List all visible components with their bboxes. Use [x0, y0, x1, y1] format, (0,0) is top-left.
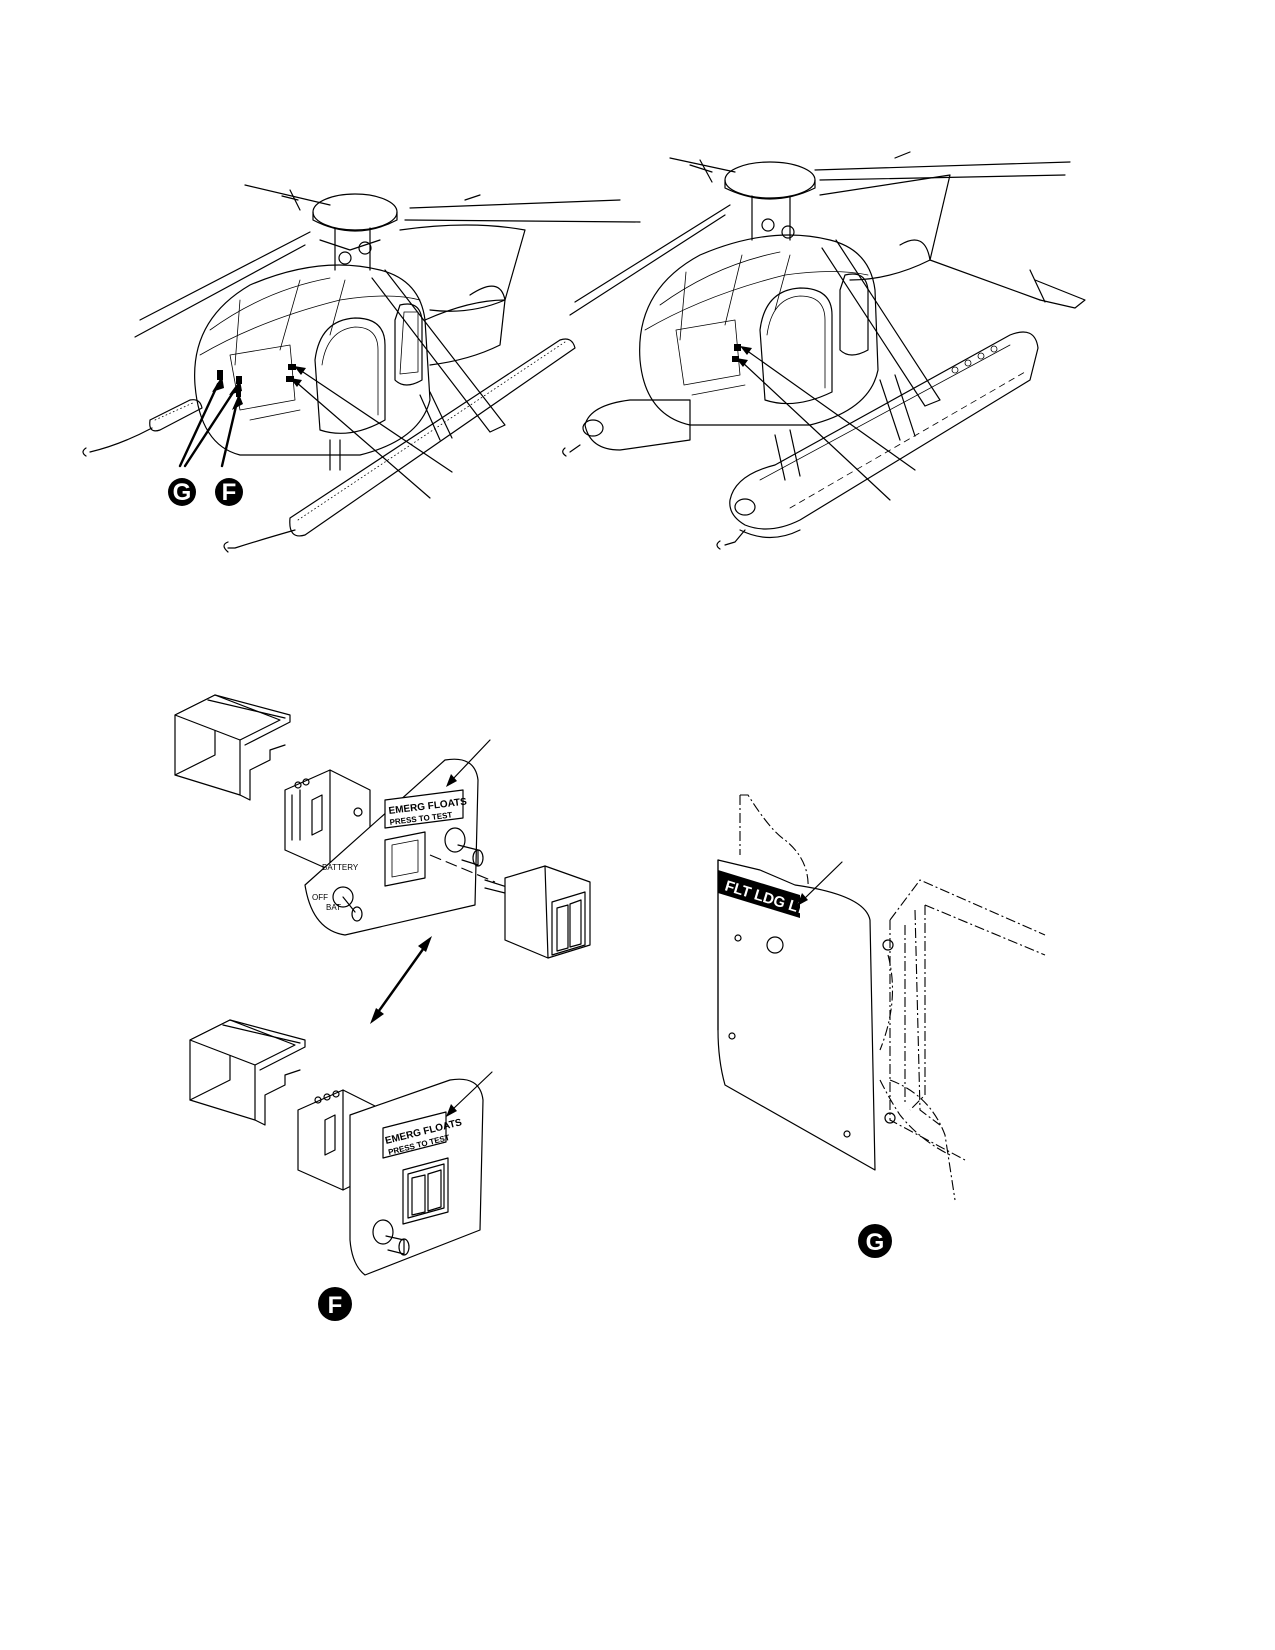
detail-f-emerg-floats-panel: EMERG FLOATS PRESS TO TEST BATTERY OFF B… [174, 694, 591, 1321]
leader-arrows-left [178, 366, 453, 499]
location-marker-placard-1 [288, 364, 296, 370]
pushbutton-switch-removed [429, 854, 591, 959]
panel-plate-lower: EMERG FLOATS PRESS TO TEST [349, 1078, 484, 1276]
battery-label: BATTERY [322, 863, 359, 872]
detail-g-badge: G [858, 1224, 892, 1258]
location-marker-g-right [236, 376, 242, 384]
battery-toggle-switch: BATTERY OFF BAT [312, 863, 363, 922]
float-near [716, 331, 1039, 550]
detail-g-flt-ldg-lt-panel: FLT LDG LT G [717, 794, 1046, 1258]
float-far [562, 399, 691, 457]
svg-text:F: F [328, 1292, 343, 1319]
interchange-arrow [370, 936, 432, 1024]
location-marker-f [236, 390, 241, 397]
location-marker-placard-2 [286, 376, 294, 382]
helicopter-skid-gear-view: G F [82, 184, 641, 553]
svg-text:G: G [866, 1229, 885, 1256]
location-marker-float-2 [732, 356, 739, 362]
detail-f-badge-top: F [215, 478, 243, 506]
svg-text:G: G [173, 479, 192, 506]
location-marker-float-1 [734, 344, 741, 351]
detail-g-badge-top: G [168, 478, 196, 506]
helicopter-float-gear-view [562, 151, 1086, 550]
dimmer-knob-upper [444, 827, 484, 867]
panel-plate-upper: EMERG FLOATS PRESS TO TEST BATTERY OFF B… [304, 758, 484, 936]
off-label: OFF [312, 893, 328, 902]
leader-arrows-right [736, 346, 916, 501]
bat-label: BAT [326, 903, 341, 912]
skid-far [82, 399, 203, 457]
detail-f-badge: F [318, 1287, 352, 1321]
svg-text:F: F [222, 479, 237, 506]
skid-near [223, 338, 576, 553]
location-marker-g-left [217, 370, 223, 380]
dimmer-knob-lower [372, 1219, 410, 1256]
mounting-bracket-lower [189, 1019, 306, 1126]
mounting-bracket-upper [174, 694, 291, 801]
